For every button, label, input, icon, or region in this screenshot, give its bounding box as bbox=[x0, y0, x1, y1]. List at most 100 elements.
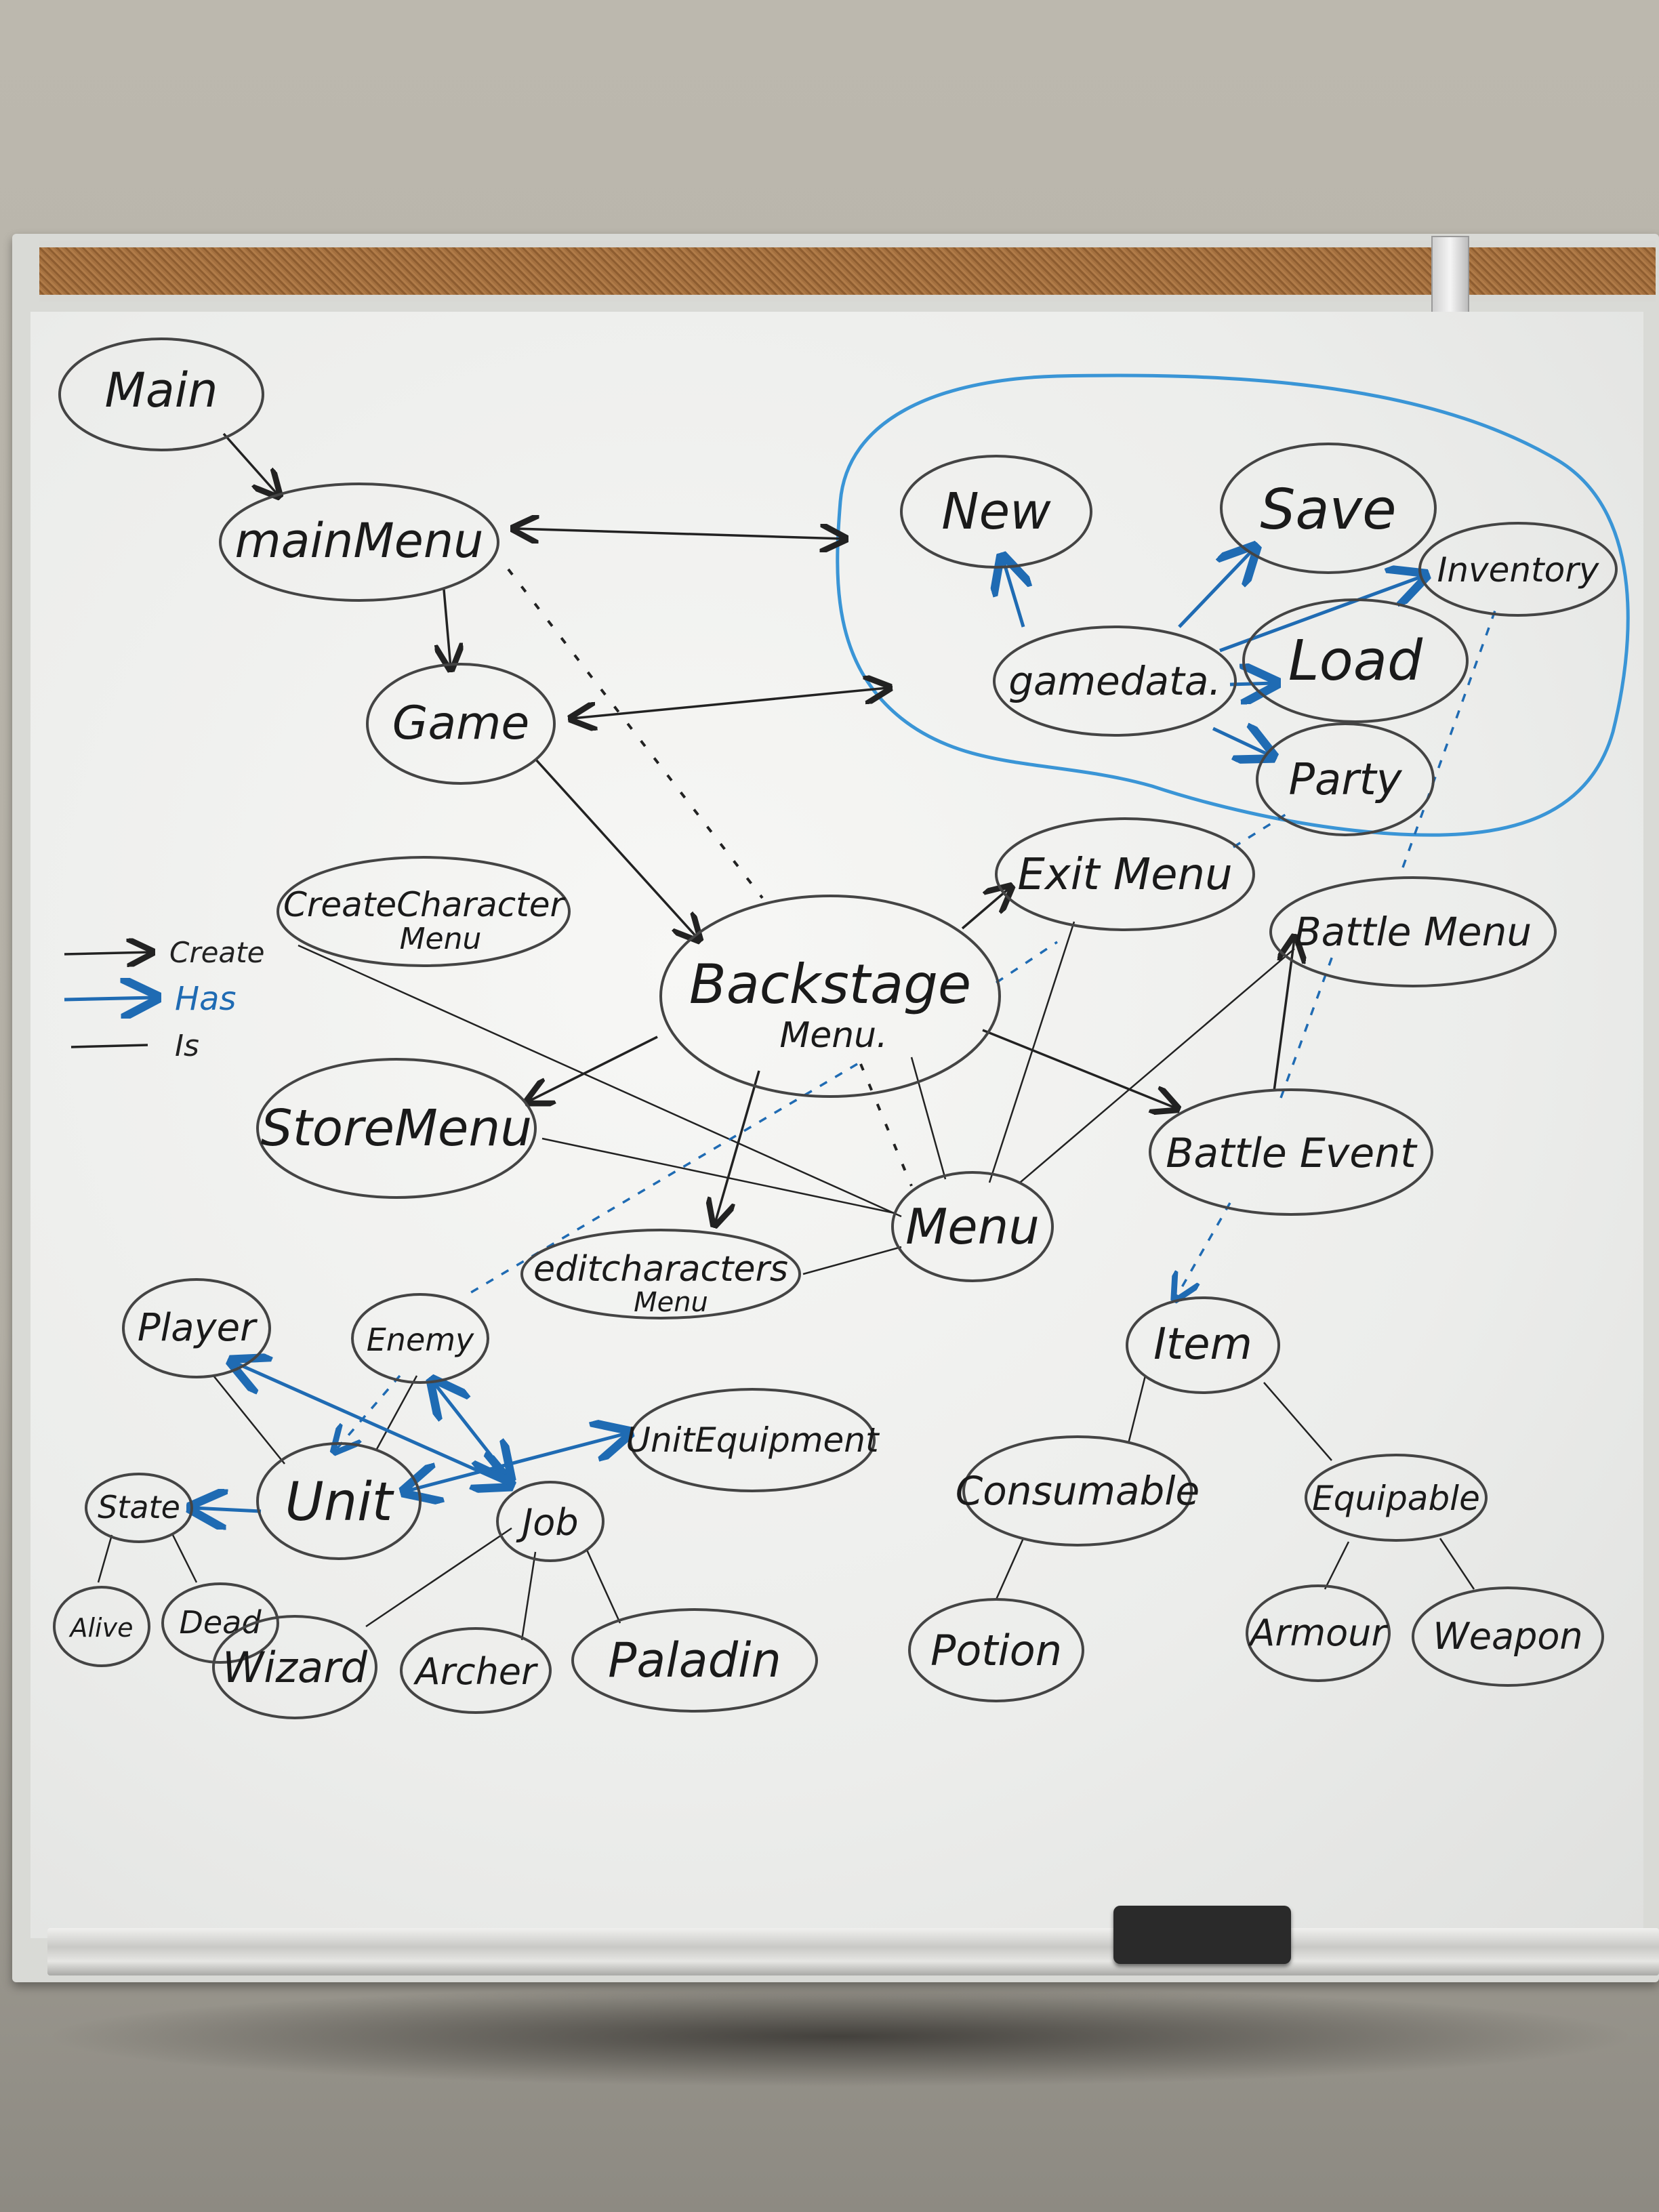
edge-battlemenu-menu bbox=[1019, 948, 1295, 1183]
node-unit-label: Unit bbox=[285, 1472, 394, 1533]
node-dead: Dead bbox=[161, 1582, 279, 1664]
node-state-label: State bbox=[98, 1489, 180, 1525]
edge-backstage-menu-dotted bbox=[859, 1063, 913, 1187]
edge-backstage-exitmenu bbox=[961, 888, 1010, 930]
node-store-menu-label: StoreMenu bbox=[261, 1099, 532, 1158]
node-weapon-label: Weapon bbox=[1433, 1615, 1582, 1658]
legend-is-line bbox=[70, 1044, 148, 1048]
edge-backstage-editchar bbox=[715, 1070, 760, 1223]
edge-gamedata-inventory bbox=[1219, 576, 1423, 653]
node-main-menu: mainMenu bbox=[219, 483, 499, 602]
node-save-label: Save bbox=[1260, 478, 1396, 542]
node-alive: Alive bbox=[53, 1586, 150, 1667]
node-potion-label: Potion bbox=[930, 1626, 1062, 1675]
node-state: State bbox=[85, 1473, 193, 1543]
node-paladin-label: Paladin bbox=[608, 1633, 781, 1688]
has-edges bbox=[193, 549, 1423, 1511]
node-party-label: Party bbox=[1288, 755, 1402, 805]
edge-player-unit bbox=[213, 1375, 285, 1465]
edge-consumable-potion bbox=[995, 1538, 1025, 1600]
edge-battlemenu-inventory-dashed bbox=[1401, 602, 1499, 868]
node-create-character-menu-label-2: Menu bbox=[400, 922, 482, 956]
node-backstage-menu: Backstage Menu. bbox=[659, 895, 1001, 1098]
node-inventory: Inventory bbox=[1418, 522, 1618, 617]
node-backstage-menu-label-1: Backstage bbox=[689, 953, 971, 1016]
node-enemy-label: Enemy bbox=[367, 1322, 474, 1358]
edge-mainmenu-group bbox=[515, 529, 844, 539]
edge-exitmenu-menu bbox=[988, 921, 1076, 1183]
node-player-label: Player bbox=[138, 1306, 258, 1350]
node-consumable-label: Consumable bbox=[956, 1468, 1200, 1514]
cork-strip bbox=[39, 241, 1656, 302]
node-main-menu-label: mainMenu bbox=[234, 513, 483, 569]
node-battle-event-label: Battle Event bbox=[1166, 1130, 1418, 1177]
node-inventory-label: Inventory bbox=[1437, 550, 1600, 590]
node-alive-label: Alive bbox=[68, 1613, 134, 1643]
node-party: Party bbox=[1256, 722, 1435, 836]
legend-has-label: Has bbox=[175, 980, 237, 1018]
legend: Create Has Is bbox=[64, 936, 264, 1063]
node-item-label: Item bbox=[1153, 1319, 1252, 1370]
node-save: Save bbox=[1220, 443, 1437, 574]
edge-battleevent-battlemenu bbox=[1273, 939, 1294, 1092]
edge-unit-state bbox=[193, 1508, 262, 1511]
edge-gamedata-new bbox=[1003, 559, 1023, 628]
edge-gamedata-party bbox=[1212, 729, 1271, 756]
node-unit: Unit bbox=[256, 1442, 422, 1560]
node-gamedata: gamedata. bbox=[993, 626, 1237, 737]
edge-mainmenu-game bbox=[444, 589, 451, 668]
node-edit-characters-menu-label-2: Menu bbox=[634, 1287, 708, 1318]
node-menu-label: Menu bbox=[905, 1198, 1040, 1255]
node-battle-menu: Battle Menu bbox=[1269, 876, 1557, 987]
node-job-label: Job bbox=[516, 1501, 578, 1544]
node-equipable: Equipable bbox=[1305, 1454, 1488, 1542]
node-gamedata-label: gamedata. bbox=[1008, 658, 1221, 704]
node-new-label: New bbox=[941, 483, 1051, 541]
edge-job-archer bbox=[520, 1551, 537, 1641]
node-main: Main bbox=[58, 337, 264, 451]
node-wizard-label: Wizard bbox=[222, 1643, 368, 1692]
node-paladin: Paladin bbox=[571, 1608, 818, 1713]
edge-game-backstage bbox=[534, 758, 698, 939]
node-unit-equipment-label: UnitEquipment bbox=[626, 1420, 880, 1460]
edge-backstage-exitmenu-dashed bbox=[996, 941, 1058, 984]
gamedata-group-outline bbox=[836, 373, 1630, 837]
node-backstage-menu-label-2: Menu. bbox=[779, 1015, 887, 1056]
edge-game-group bbox=[573, 688, 888, 718]
edge-storemenu-menu bbox=[541, 1137, 895, 1214]
legend-is-label: Is bbox=[175, 1029, 199, 1063]
edge-state-alive bbox=[97, 1534, 113, 1583]
node-exit-menu-label: Exit Menu bbox=[1017, 850, 1232, 900]
edge-equipable-armour bbox=[1324, 1541, 1350, 1590]
legend-create-arrow bbox=[64, 952, 150, 954]
node-game: Game bbox=[366, 663, 556, 785]
node-archer: Archer bbox=[400, 1627, 552, 1714]
edge-unit-unitequipment bbox=[407, 1433, 627, 1491]
edge-exitmenu-party-dashed bbox=[1233, 812, 1288, 848]
edge-battleevent-item-dashed bbox=[1176, 1202, 1231, 1298]
node-weapon: Weapon bbox=[1412, 1586, 1604, 1687]
node-load-label: Load bbox=[1288, 629, 1423, 693]
edge-createchar-menu bbox=[298, 944, 902, 1218]
node-edit-characters-menu-label-1: editcharacters bbox=[533, 1249, 788, 1290]
node-edit-characters-menu: editcharacters Menu bbox=[520, 1229, 801, 1319]
node-archer-label: Archer bbox=[413, 1650, 538, 1693]
edge-backstage-menu bbox=[910, 1057, 947, 1180]
node-battle-menu-label: Battle Menu bbox=[1294, 909, 1532, 955]
edge-job-wizard bbox=[365, 1527, 512, 1628]
node-new: New bbox=[900, 455, 1092, 569]
node-wizard: Wizard bbox=[212, 1615, 377, 1719]
legend-has-arrow bbox=[64, 998, 155, 1000]
edge-editchar-menu bbox=[802, 1246, 902, 1275]
node-battle-event: Battle Event bbox=[1149, 1088, 1433, 1216]
node-exit-menu: Exit Menu bbox=[995, 817, 1255, 931]
legend-create-label: Create bbox=[169, 936, 264, 969]
edge-mainmenu-backstage-dotted bbox=[507, 568, 764, 899]
node-armour: Armour bbox=[1246, 1584, 1391, 1682]
is-dotted-edges bbox=[507, 568, 913, 1187]
node-consumable: Consumable bbox=[956, 1435, 1200, 1547]
node-armour-label: Armour bbox=[1248, 1612, 1388, 1654]
node-enemy: Enemy bbox=[351, 1293, 489, 1384]
edge-item-equipable bbox=[1263, 1382, 1332, 1461]
